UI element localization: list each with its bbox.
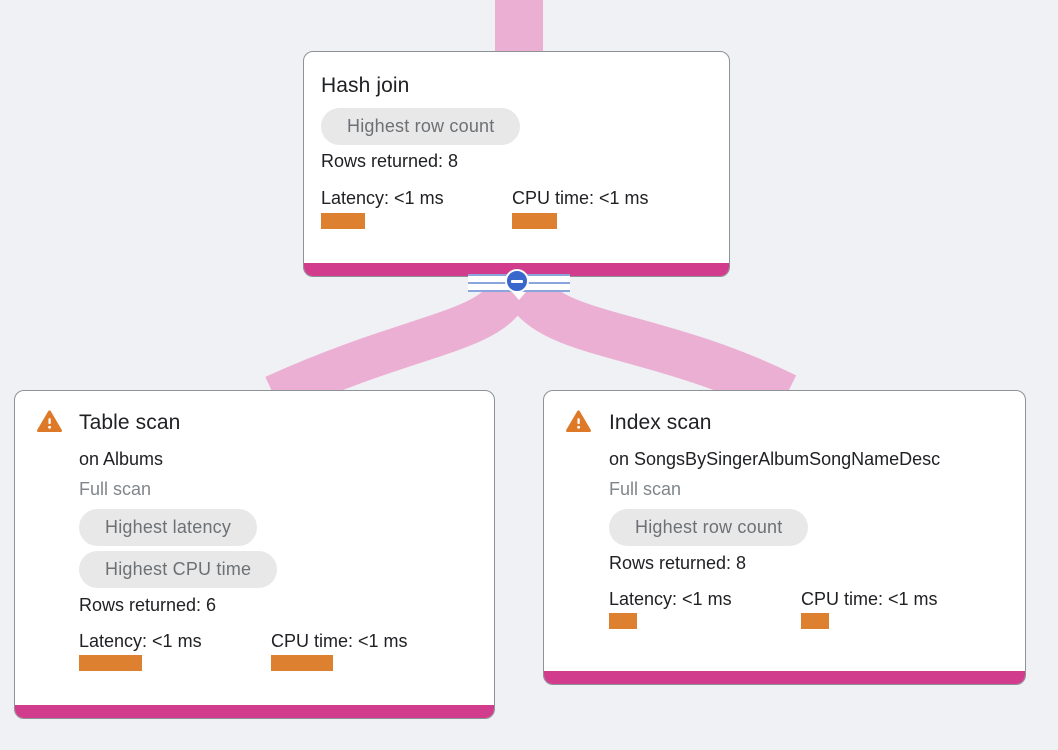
latency-bar xyxy=(79,655,142,671)
scan-target: on SongsBySingerAlbumSongNameDesc xyxy=(609,449,941,469)
edge-hash-join-to-table-scan xyxy=(265,276,532,416)
badge-highest-row-count: Highest row count xyxy=(609,509,809,546)
scan-target: on Albums xyxy=(79,449,164,469)
rows-returned: Rows returned: 8 xyxy=(609,553,747,573)
latency-bar xyxy=(609,613,637,629)
node-card-hash-join[interactable]: Hash join Highest row count Rows returne… xyxy=(303,51,730,277)
warning-icon xyxy=(37,410,62,433)
cpu-time-label: CPU time: <1 ms xyxy=(801,589,938,609)
cpu-time-bar xyxy=(271,655,333,671)
node-accent-bar xyxy=(544,671,1025,684)
cpu-time-label: CPU time: <1 ms xyxy=(271,631,408,651)
badge-highest-latency: Highest latency xyxy=(79,509,258,546)
latency-label: Latency: <1 ms xyxy=(609,589,732,609)
scan-type: Full scan xyxy=(609,479,682,499)
edge-hash-join-to-index-scan xyxy=(504,274,797,417)
cpu-time-label: CPU time: <1 ms xyxy=(512,188,649,208)
collapse-notch xyxy=(512,292,526,300)
scan-type: Full scan xyxy=(79,479,152,499)
node-accent-bar xyxy=(15,705,494,718)
node-title: Index scan xyxy=(609,411,712,434)
collapse-widget xyxy=(468,269,570,300)
cpu-time-bar xyxy=(801,613,829,629)
node-title: Table scan xyxy=(79,411,181,434)
rows-returned: Rows returned: 6 xyxy=(79,595,217,615)
collapse-children-button[interactable] xyxy=(505,269,529,293)
node-title: Hash join xyxy=(321,74,410,97)
latency-label: Latency: <1 ms xyxy=(321,188,444,208)
cpu-time-bar xyxy=(512,213,557,229)
latency-label: Latency: <1 ms xyxy=(79,631,202,651)
rows-returned: Rows returned: 8 xyxy=(321,151,459,171)
badge-highest-row-count: Highest row count xyxy=(321,108,521,145)
warning-icon xyxy=(566,410,591,433)
node-card-table-scan[interactable]: Table scan on Albums Full scan Highest l… xyxy=(14,390,495,719)
badge-highest-cpu-time: Highest CPU time xyxy=(79,551,278,588)
latency-bar xyxy=(321,213,365,229)
edge-parent-to-hash-join xyxy=(495,0,543,56)
node-card-index-scan[interactable]: Index scan on SongsBySingerAlbumSongName… xyxy=(543,390,1026,685)
minus-icon xyxy=(511,279,523,283)
